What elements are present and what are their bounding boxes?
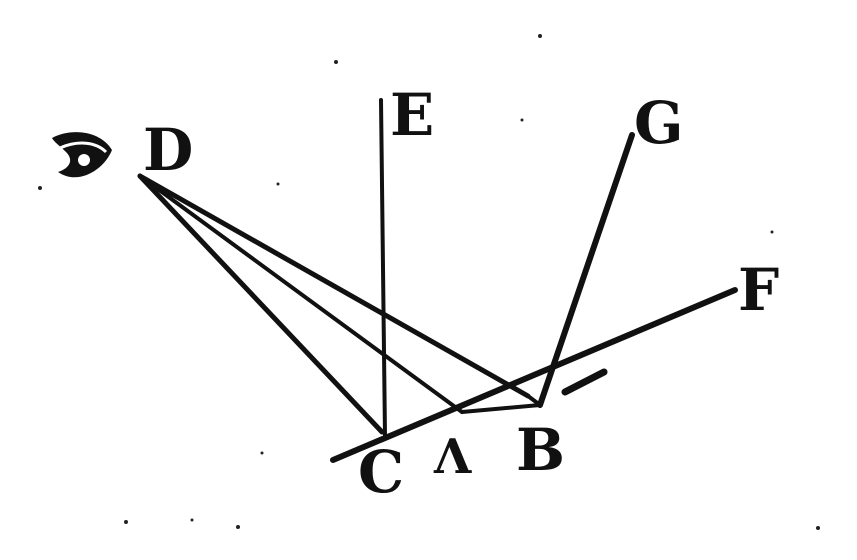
ray-db <box>137 173 531 399</box>
label-g: G <box>634 89 684 157</box>
label-e: E <box>390 81 434 149</box>
ray-dc <box>137 173 385 435</box>
segment-b-tick <box>526 394 542 407</box>
label-a: Λ <box>433 429 472 485</box>
scan-specks <box>38 34 820 530</box>
reflected-ray-stub <box>561 368 608 396</box>
segment-a-b <box>460 403 542 414</box>
label-f: F <box>738 256 779 324</box>
normal-line-ec <box>379 98 387 438</box>
label-b: B <box>516 416 565 484</box>
label-d: D <box>143 116 193 184</box>
label-c: C <box>358 438 404 506</box>
ray-da <box>138 174 464 414</box>
line-bg <box>537 132 635 408</box>
eye-icon <box>52 132 112 178</box>
surface-line-cf <box>330 287 738 463</box>
